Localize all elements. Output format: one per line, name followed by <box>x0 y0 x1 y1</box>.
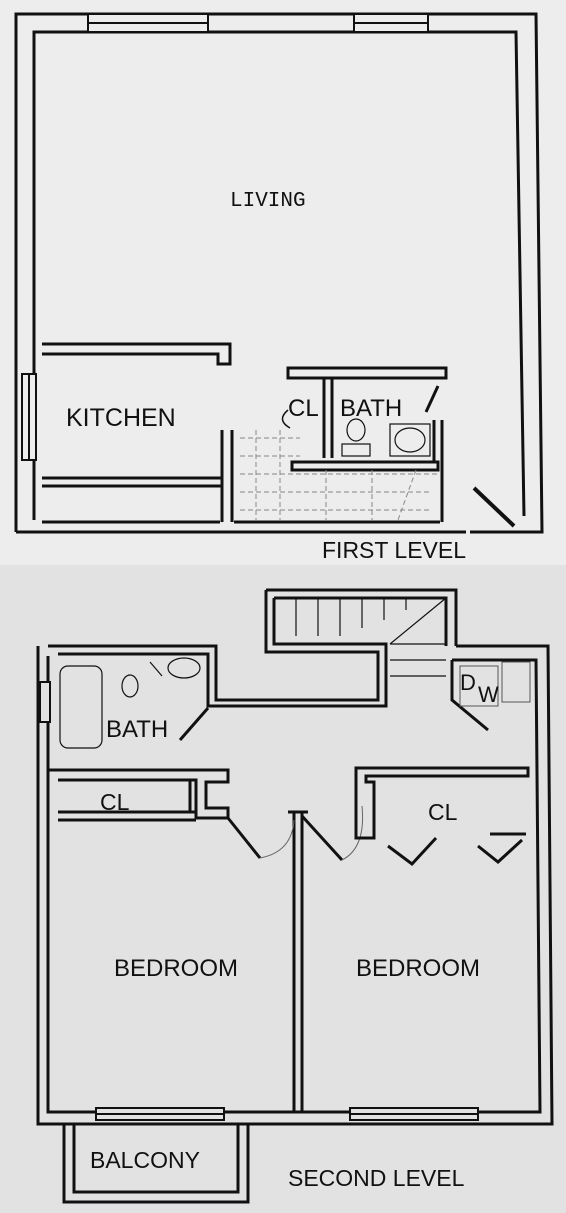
bath-partition <box>322 378 334 458</box>
balcony-rail <box>62 1124 250 1204</box>
right-bedroom-door-left <box>300 814 344 862</box>
second-level-heading: SECOND LEVEL <box>288 1165 465 1191</box>
left-bedroom-label: BEDROOM <box>114 955 238 982</box>
left-closet-walls <box>48 768 230 822</box>
closet-door-swing <box>281 409 291 429</box>
stair-treads <box>295 597 447 677</box>
kitchen-label: KITCHEN <box>66 404 176 432</box>
left-closet-label: CL <box>100 789 130 815</box>
sink-fixture <box>389 423 431 457</box>
stairs-lower <box>240 430 440 521</box>
second-level-panel <box>0 565 566 1213</box>
toilet-fixture <box>121 657 201 698</box>
bath-door-swing <box>178 707 210 741</box>
bath-lower-wall <box>290 460 440 472</box>
kitchen-counter <box>42 430 234 522</box>
bath-door-swing <box>424 385 440 413</box>
right-closet-doors <box>387 832 526 867</box>
second-level-exterior-wall <box>36 644 554 1126</box>
second-level-bath-label: BATH <box>106 716 168 743</box>
first-level-bath-label: BATH <box>340 395 402 422</box>
stairwell-outline <box>48 588 458 708</box>
first-level-plan <box>14 12 544 534</box>
right-closet-walls <box>354 766 530 840</box>
bath-right-wall <box>432 420 444 522</box>
entry-door <box>472 486 516 528</box>
first-level-exterior-wall <box>14 12 544 534</box>
living-label: LIVING <box>230 190 306 213</box>
first-level-closet-label: CL <box>288 395 319 422</box>
bedroom-partition <box>288 810 308 1112</box>
kitchen-top-wall <box>42 342 232 366</box>
balcony-label: BALCONY <box>90 1147 200 1173</box>
first-level-panel <box>0 0 566 565</box>
first-level-heading: FIRST LEVEL <box>322 537 466 563</box>
right-bedroom-label: BEDROOM <box>356 955 480 982</box>
door-arc <box>259 805 364 861</box>
right-closet-label: CL <box>428 799 458 825</box>
toilet-fixture <box>341 418 371 457</box>
washer-label: W <box>478 682 499 707</box>
left-bedroom-door <box>226 817 262 859</box>
bath-top-wall <box>286 366 448 380</box>
first-level-bottom-wall <box>16 520 466 534</box>
bathtub-fixture <box>59 665 103 749</box>
laundry-walls <box>450 660 489 732</box>
dryer-label: D <box>460 670 476 695</box>
bath-window <box>39 681 51 723</box>
washer-dryer-fixture <box>459 661 531 707</box>
second-level-plan <box>36 588 554 1204</box>
